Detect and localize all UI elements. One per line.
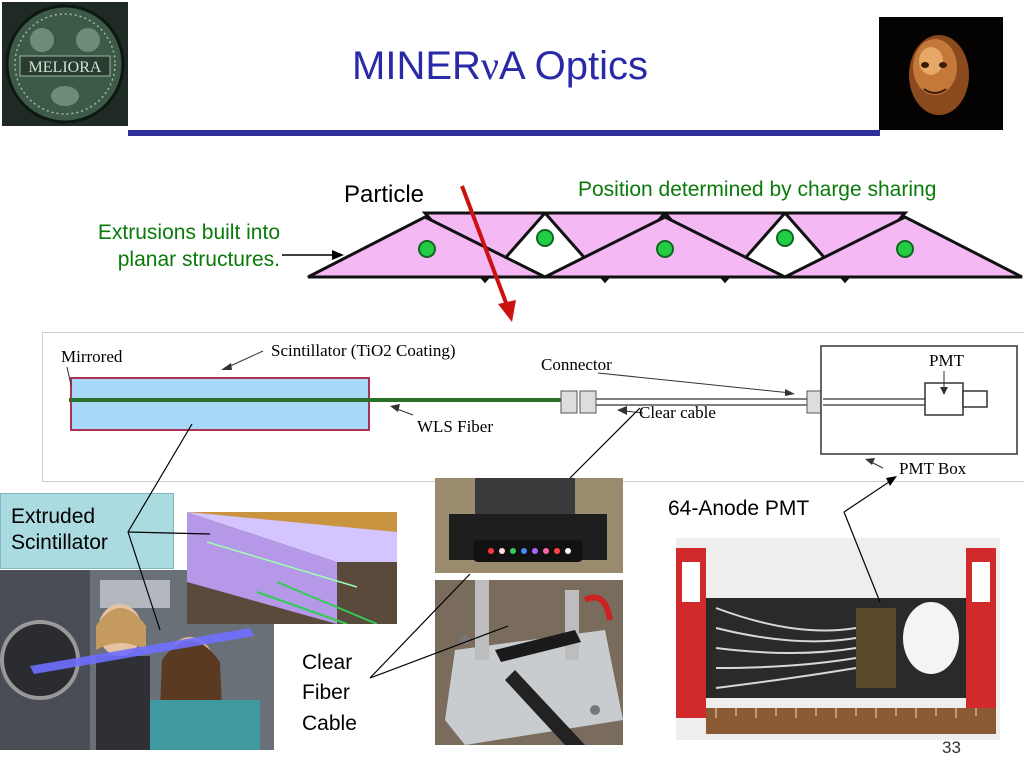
pmt-box-label: PMT Box: [899, 459, 967, 478]
fiber-dot: [776, 229, 794, 247]
university-seal-logo: MELIORA: [2, 2, 128, 126]
title-underline: [128, 130, 880, 136]
slide-title: MINERνA Optics: [352, 43, 648, 88]
seal-lettering: MELIORA: [29, 59, 102, 76]
scintillator-label: Scintillator (TiO2 Coating): [271, 341, 456, 360]
mirrored-label: Mirrored: [61, 347, 123, 366]
extrusions-pointer-arrow: [282, 247, 346, 263]
wls-fiber-label: WLS Fiber: [417, 417, 494, 436]
extruded-scintillator-label: Extruded Scintillator: [0, 493, 174, 569]
clear-fiber-cable-label: Clear Fiber Cable: [302, 651, 357, 735]
title-nu-symbol: ν: [480, 43, 500, 88]
scintillator-bar-closeup-photo: [187, 512, 397, 624]
fiber-dot: [418, 240, 436, 258]
fiber-dot: [896, 240, 914, 258]
pmt-label: PMT: [929, 351, 964, 370]
extrusion-plane-diagram: [300, 205, 1024, 290]
clear-cable-label: Clear cable: [639, 403, 716, 422]
page-number: 33: [942, 738, 961, 757]
particle-label: Particle: [344, 181, 425, 208]
sculpture-head-photo: [879, 17, 1003, 130]
anode-pmt-label: 64-Anode PMT: [668, 497, 810, 520]
fiber-dot: [656, 240, 674, 258]
particle-track-arrow: [450, 180, 530, 330]
connector-label: Connector: [541, 355, 612, 374]
extrusions-label: Extrusions built into planar structures.: [97, 221, 280, 272]
fiber-dot: [536, 229, 554, 247]
connector-block: [560, 390, 578, 414]
clear-fiber-jig-photo: [435, 580, 623, 745]
optical-connector-photo: [435, 478, 623, 573]
scintillator-bar: [70, 377, 370, 431]
readout-schematic: Mirrored Scintillator (TiO2 Coating) Con…: [42, 332, 1024, 482]
pmt-box-photo: [676, 538, 1000, 740]
connector-block: [579, 390, 597, 414]
charge-sharing-note: Position determined by charge sharing: [578, 178, 937, 201]
